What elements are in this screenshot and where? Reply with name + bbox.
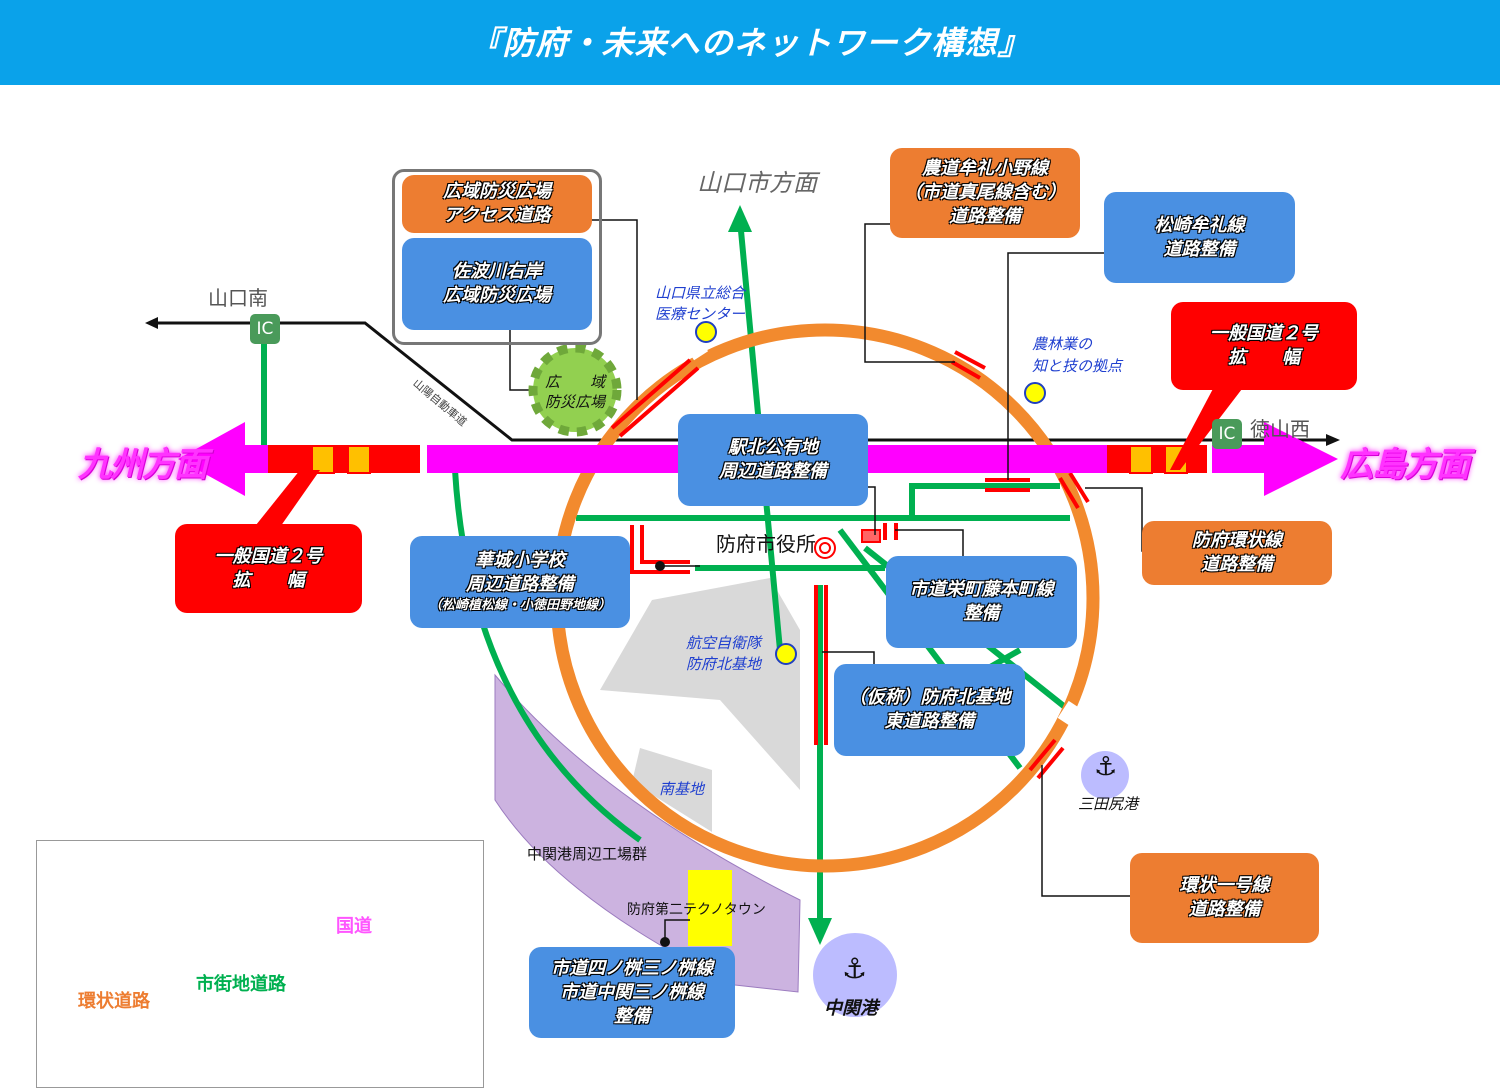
- legend-ring-road: 環状道路: [78, 991, 150, 1012]
- callout-lines: [509, 219, 1152, 942]
- route2-west-box: 一般国道２号拡 幅: [175, 524, 362, 613]
- nakanoseki-port-glow: [813, 933, 897, 1017]
- access-road-box: 広域防災広場アクセス道路: [402, 175, 592, 233]
- yamaguchi-minami-label: 山口南: [208, 286, 268, 310]
- ic-west-badge: IC: [250, 314, 280, 344]
- route2-west-widening: [268, 445, 420, 473]
- legend-panel: [36, 840, 484, 1088]
- tokuyama-nishi-label: 徳山西: [1250, 417, 1310, 441]
- disaster-plaza-label: 広 域防災広場: [545, 373, 606, 411]
- hanagi-box: 華城小学校周辺道路整備 （松崎植松線・小徳田野地線）: [410, 536, 630, 628]
- ring-gaps: [685, 338, 1082, 727]
- route2-east-box: 一般国道２号拡 幅: [1171, 302, 1357, 390]
- medical-center-label: 山口県立総合医療センター: [655, 284, 746, 323]
- hofu-kanjo-box: 防府環状線道路整備: [1142, 521, 1332, 585]
- city-hall-marker: [814, 537, 836, 559]
- ekikita-box: 駅北公有地周辺道路整備: [678, 414, 868, 506]
- matsuzaki-mure-box: 松崎牟礼線道路整備: [1104, 192, 1295, 283]
- header-bar: 『防府・未来へのネットワーク構想』: [0, 0, 1500, 85]
- technotown-area: [688, 870, 732, 946]
- arrow-hiroshima: [1264, 422, 1338, 496]
- hiroshima-direction: 広島方面: [1340, 445, 1470, 485]
- technotown-label: 防府第二テクノタウン: [627, 902, 766, 918]
- anchor-icon: ⚓: [842, 952, 868, 985]
- south-base-area: [632, 748, 712, 832]
- agri-base-label: 農林業の知と技の拠点: [1032, 335, 1123, 375]
- legend-city-road: 市街地道路: [196, 974, 286, 995]
- anchor-icon: ⚓: [1094, 752, 1118, 782]
- page-title: 『防府・未来へのネットワーク構想』: [469, 24, 1031, 62]
- agri-base-marker: [1024, 382, 1046, 404]
- kyushu-direction: 九州方面: [78, 445, 208, 485]
- medical-center-marker: [695, 321, 717, 343]
- asdf-base-label: 航空自衛隊防府北基地: [686, 634, 762, 673]
- mitajiri-port-label: 三田尻港: [1078, 795, 1139, 813]
- north-base-area: [600, 578, 800, 790]
- shinoshi-box: 市道四ノ桝三ノ桝線市道中関三ノ桝線整備: [529, 947, 735, 1038]
- south-base-label: 南基地: [659, 780, 705, 798]
- city-hall-label: 防府市役所: [716, 532, 816, 556]
- asdf-base-marker: [775, 643, 797, 665]
- kitakichi-east-box: （仮称）防府北基地東道路整備: [834, 664, 1025, 756]
- kanjo1-box: 環状一号線道路整備: [1130, 853, 1319, 943]
- sabagawa-box: 佐波川右岸広域防災広場: [402, 238, 592, 330]
- factories-label: 中関港周辺工場群: [527, 845, 648, 863]
- ic-east-badge: IC: [1212, 419, 1242, 449]
- sakaemachi-box: 市道栄町藤本町線整備: [886, 556, 1077, 648]
- legend-national-road: 国道: [336, 916, 372, 937]
- nodo-mure-box: 農道牟礼小野線（市道真尾線含む）道路整備: [890, 148, 1080, 238]
- arrow-kyushu: [178, 422, 245, 496]
- nakanoseki-port-label: 中関港: [824, 998, 878, 1019]
- mitajiri-port-glow: [1081, 751, 1129, 799]
- yamaguchi-direction: 山口市方面: [697, 169, 817, 197]
- plaza-group-frame: [392, 169, 602, 345]
- disaster-plaza-icon: [528, 343, 622, 437]
